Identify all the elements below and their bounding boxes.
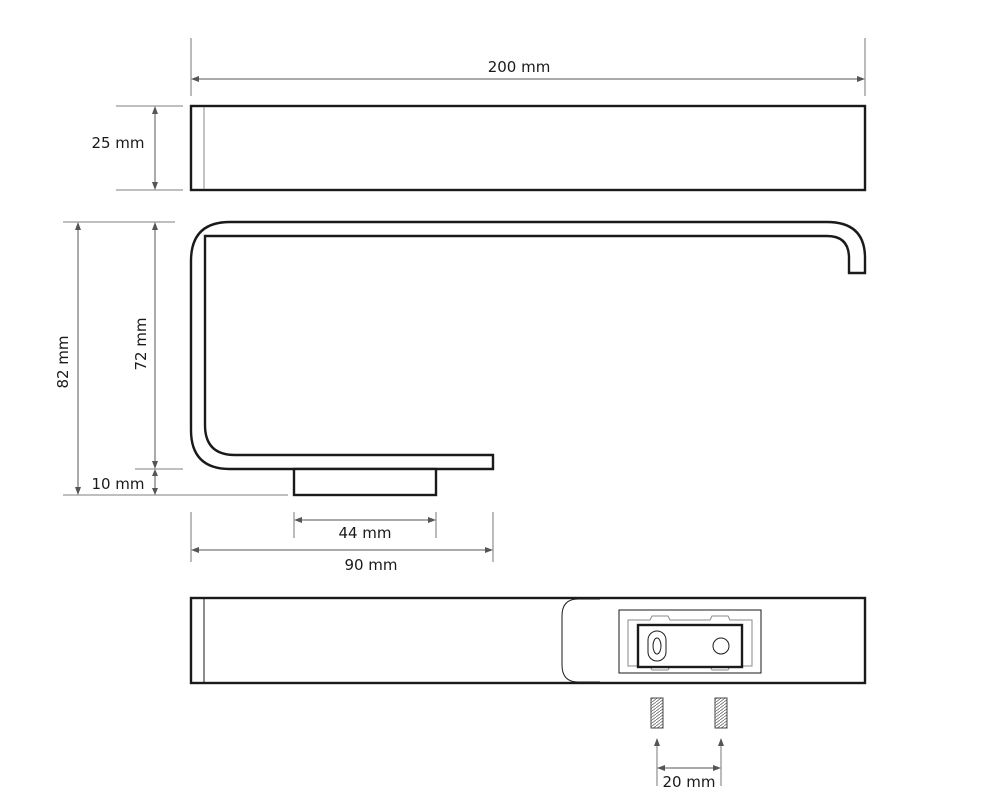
dim-projection: 90 mm	[190, 512, 494, 574]
screw-right	[714, 697, 728, 729]
bottom-view-body	[189, 596, 867, 685]
dim-depth: 25 mm	[91, 105, 183, 191]
bracket-plate	[636, 623, 744, 669]
bottom-view	[189, 596, 867, 685]
label-mount-width: 44 mm	[338, 524, 391, 542]
label-screw-spacing: 20 mm	[662, 773, 715, 791]
mounting-bracket	[618, 609, 762, 674]
top-view-body	[189, 104, 867, 192]
dim-overall-width: 200 mm	[190, 38, 866, 96]
cover-cutout-outline	[561, 598, 600, 683]
dim-mount-width: 44 mm	[293, 512, 437, 542]
label-overall-width: 200 mm	[488, 58, 551, 76]
label-base-thickness: 10 mm	[91, 475, 144, 493]
dim-base-thickness: 10 mm	[91, 469, 158, 495]
label-arm-height: 72 mm	[132, 317, 150, 370]
holder-profile	[189, 220, 867, 471]
top-view	[189, 104, 867, 192]
label-depth: 25 mm	[91, 134, 144, 152]
side-view	[189, 220, 867, 497]
dim-arm-height: 72 mm	[132, 222, 183, 470]
screw-left	[650, 697, 664, 729]
dim-total-height: 82 mm	[54, 221, 288, 496]
slot-hole	[647, 630, 667, 662]
label-projection: 90 mm	[344, 556, 397, 574]
round-hole	[712, 637, 730, 655]
screws	[650, 697, 728, 729]
wall-mount-plate	[292, 467, 438, 497]
dim-screw-spacing: 20 mm	[654, 738, 724, 791]
label-total-height: 82 mm	[54, 335, 72, 388]
